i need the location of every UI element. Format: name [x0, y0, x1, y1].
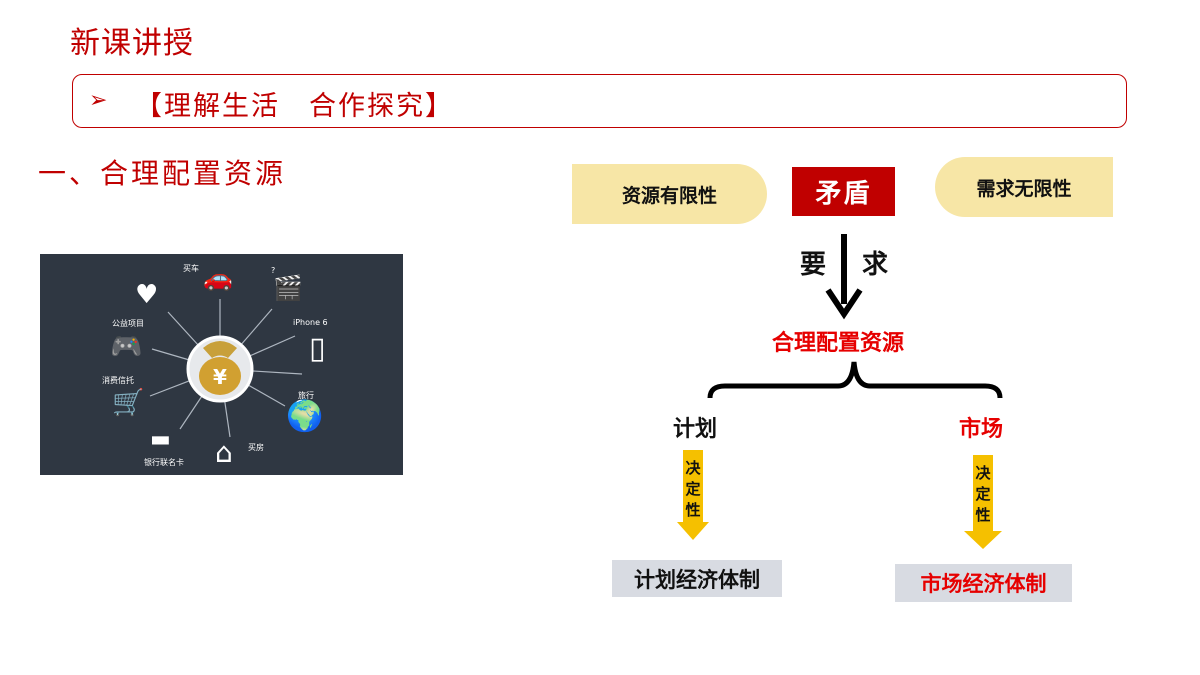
banner-text: 【理解生活 合作探究】 [135, 91, 454, 122]
clapperboard-icon: 🎬 [273, 274, 303, 302]
iphone-label: iPhone 6 [293, 318, 328, 327]
gamepad-icon: 🎮 [110, 332, 143, 362]
market-economy-box: 市场经济体制 [895, 564, 1072, 602]
plan-label: 计划 [673, 417, 718, 442]
phone-icon: ▯ [309, 331, 326, 366]
travel-label: 旅行 [298, 391, 314, 400]
left-decisive-arrow-icon [677, 450, 709, 540]
credit-card-icon: ▬ [150, 427, 171, 452]
globe-icon: 🌍 [286, 399, 324, 434]
curly-brace [707, 361, 1003, 399]
contradiction-box: 矛盾 [792, 167, 895, 216]
car-icon: 🚗 [203, 264, 233, 292]
section-heading: 一、合理配置资源 [38, 157, 287, 190]
house-icon: ⌂ [215, 436, 233, 469]
require-char-1: 要 [800, 250, 827, 280]
resource-limited-box: 资源有限性 [572, 164, 767, 224]
spoke-lines: ¥ [149, 299, 303, 438]
charity-label: 公益项目 [112, 319, 144, 328]
buy-house-label: 买房 [248, 443, 264, 452]
allocate-resources-label: 合理配置资源 [772, 331, 905, 356]
heart-icon: ♥ [135, 280, 159, 310]
arrow-bullet-icon: ➢ [89, 88, 108, 113]
section-banner: ➢ 【理解生活 合作探究】 [72, 74, 1127, 128]
decisive-left-label: 决定性 [685, 459, 701, 519]
planned-economy-box: 计划经济体制 [612, 560, 782, 597]
consumer-credit-label: 消费信托 [102, 376, 134, 385]
right-decisive-arrow-icon [964, 455, 1002, 549]
question-label: ? [271, 266, 276, 275]
down-arrow-icon [825, 234, 863, 320]
shopping-cart-icon: 🛒 [112, 388, 145, 418]
demand-unlimited-box: 需求无限性 [935, 157, 1113, 217]
decisive-right-label: 决定性 [975, 464, 991, 524]
buy-car-label: 买车 [183, 264, 199, 273]
page-title: 新课讲授 [70, 26, 194, 61]
require-char-2: 求 [862, 250, 889, 280]
market-label: 市场 [959, 417, 1004, 442]
bank-card-label: 银行联名卡 [144, 458, 184, 467]
consumption-illustration: ¥ 🚗 买车 🎬 ? ♥ iPhone 6 ▯ 公益项目 🎮 消费信托 🛒 旅行… [40, 254, 403, 475]
yen-symbol: ¥ [213, 365, 227, 389]
